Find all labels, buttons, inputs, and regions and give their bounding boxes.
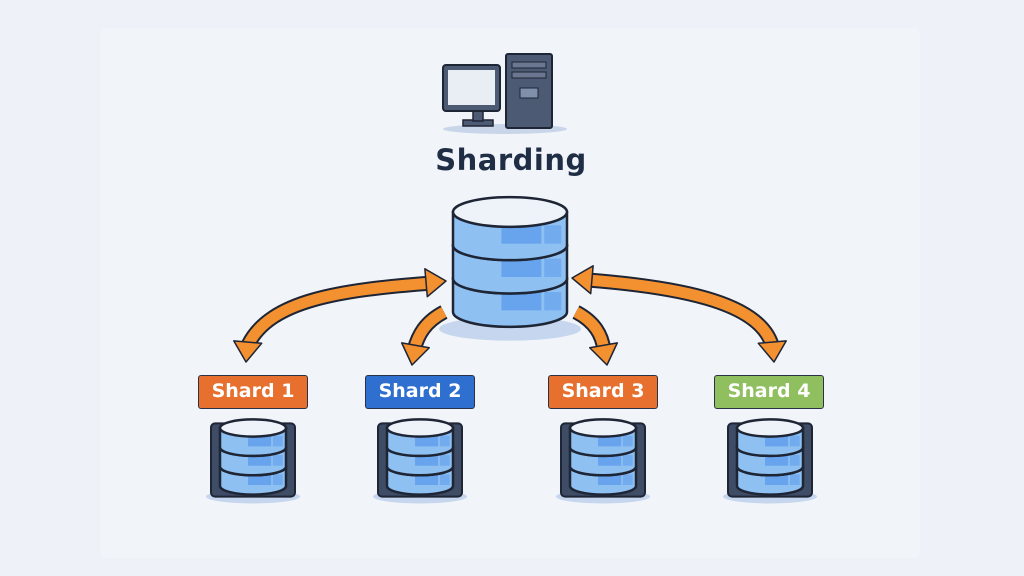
shard-2-label: Shard 2 (365, 375, 475, 409)
arrow-head (233, 340, 263, 363)
shard-3-label: Shard 3 (548, 375, 658, 409)
arrow-head (571, 265, 594, 295)
main-database-icon (439, 195, 581, 341)
arrow-head (588, 342, 619, 366)
shard-1-label: Shard 1 (198, 375, 308, 409)
desktop-computer-icon (442, 53, 567, 134)
shard-1-database-icon (206, 418, 300, 504)
shard-4-database-icon (723, 418, 817, 504)
shard-4-label: Shard 4 (714, 375, 824, 409)
shard-2-database-icon (373, 418, 467, 504)
diagram-title: Sharding (435, 143, 587, 177)
arrow-head (757, 340, 787, 363)
arrow-head (400, 342, 431, 366)
arrows (233, 265, 787, 366)
databases (206, 195, 817, 504)
arrow-head (424, 268, 447, 298)
shard-3-database-icon (556, 418, 650, 504)
